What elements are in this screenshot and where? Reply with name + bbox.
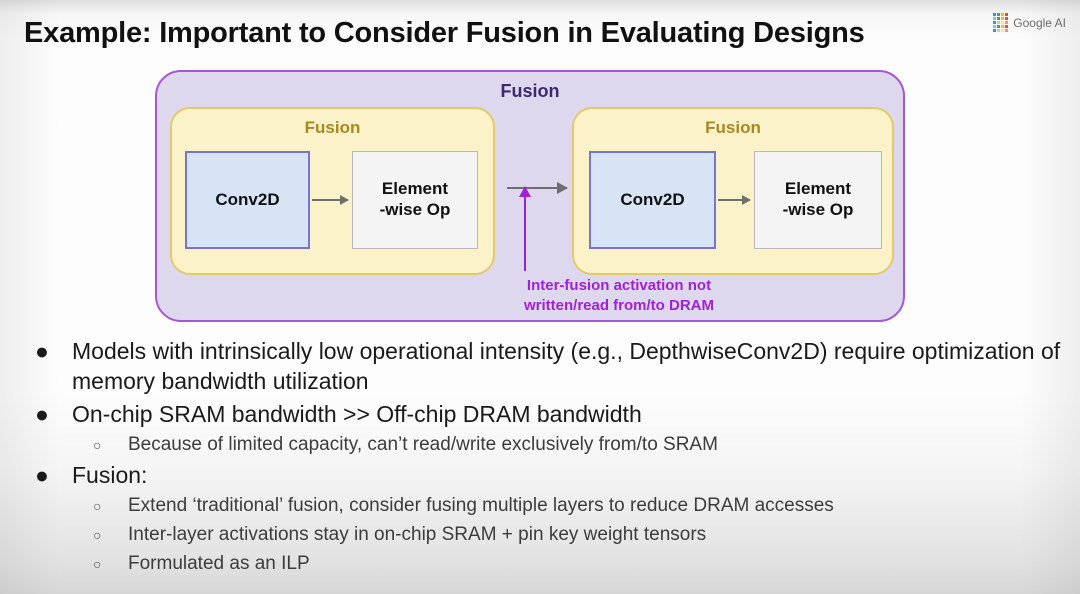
callout-line-2: written/read from/to DRAM: [523, 296, 714, 314]
brand-dot: [1001, 13, 1005, 16]
fusion-group-2-label: Fusion: [705, 118, 761, 137]
bullet-marker-filled-icon: ●: [35, 461, 49, 488]
bullet-marker-hollow-icon: ○: [93, 527, 102, 544]
bullet-item-0: ● Models with intrinsically low operation…: [24, 336, 1064, 397]
bullet-text-2: Because of limited capacity, can’t read/…: [128, 434, 718, 456]
bullet-item-6: ○ Formulated as an ILP: [24, 550, 1064, 579]
bullet-list: ● Models with intrinsically low operation…: [24, 336, 1064, 579]
google-ai-branding: Google AI: [993, 13, 1066, 32]
bullet-marker-filled-icon: ●: [35, 400, 49, 427]
elem-line2-b: -wise Op: [782, 200, 854, 219]
brand-dot: [1001, 29, 1005, 32]
brand-dot: [1005, 25, 1009, 28]
brand-label: Google AI: [1013, 15, 1066, 30]
bullet-marker-filled-icon: ●: [35, 338, 49, 364]
arrow-between-fusion-groups: [507, 182, 568, 194]
bullet-text-6: Formulated as an ILP: [128, 553, 310, 575]
brand-dot: [993, 13, 997, 16]
elementwise-op-text-1: Element-wise Op: [380, 179, 451, 220]
bullet-text-5: Inter-layer activations stay in on-chip …: [128, 524, 707, 546]
callout-annotation: Inter-fusion activation not written/read…: [419, 276, 819, 315]
elem-line1-a: Element: [381, 179, 449, 199]
brand-dot: [997, 25, 1001, 28]
brand-dot: [1005, 21, 1009, 24]
conv2d-box-2: Conv2D: [589, 151, 716, 249]
bullet-marker-hollow-icon: ○: [93, 498, 102, 515]
fusion-diagram: Fusion Fusion Conv2D Element-wise Op Fus…: [155, 70, 905, 322]
arrow-conv-to-elem-2: [718, 195, 751, 205]
brand-dot: [1005, 13, 1009, 16]
brand-dot: [1001, 21, 1005, 24]
bullet-item-2: ○ Because of limited capacity, can’t read…: [24, 431, 1064, 460]
elem-line2-a: -wise Op: [379, 200, 451, 219]
callout-line-1: Inter-fusion activation not: [526, 277, 712, 294]
bullet-marker-hollow-icon: ○: [93, 556, 102, 573]
bullet-text-4: Extend ‘traditional’ fusion, consider fu…: [128, 495, 834, 517]
bullet-item-1: ● On-chip SRAM bandwidth >> Off-chip DRAM…: [24, 399, 1064, 429]
page-title: Example: Important to Consider Fusion in…: [24, 17, 865, 49]
callout-up-arrow-icon: [519, 186, 531, 271]
brand-dot: [993, 25, 997, 28]
bullet-marker-hollow-icon: ○: [93, 437, 102, 454]
brand-dot: [1001, 25, 1005, 28]
bullet-item-4: ○ Extend ‘traditional’ fusion, consider f…: [24, 492, 1064, 521]
bullet-text-1: On-chip SRAM bandwidth >> Off-chip DRAM …: [72, 400, 642, 427]
elementwise-op-text-2: Element-wise Op: [783, 179, 854, 220]
elementwise-op-box-1: Element-wise Op: [352, 151, 478, 249]
conv2d-box-1: Conv2D: [185, 151, 310, 249]
brand-dot: [997, 21, 1001, 24]
brand-dot: [997, 13, 1001, 16]
fusion-group-1: Fusion Conv2D Element-wise Op: [170, 107, 495, 275]
google-ai-dot-grid-icon: [993, 13, 1009, 32]
fusion-group-1-label: Fusion: [304, 118, 361, 137]
bullet-item-3: ● Fusion:: [24, 460, 1064, 490]
bullet-item-5: ○ Inter-layer activations stay in on-chip…: [24, 521, 1064, 550]
brand-dot: [997, 17, 1001, 20]
brand-dot: [1005, 29, 1009, 32]
brand-dot: [1001, 17, 1005, 20]
arrow-conv-to-elem-1: [312, 195, 349, 205]
brand-dot: [993, 17, 997, 20]
elem-line1-b: Element: [784, 179, 852, 199]
brand-dot: [993, 21, 997, 24]
brand-dot: [1005, 17, 1009, 20]
bullet-text-3: Fusion:: [72, 461, 148, 488]
outer-fusion-label: Fusion: [500, 81, 560, 101]
brand-dot: [997, 29, 1001, 32]
brand-dot: [993, 29, 997, 32]
bullet-text-0: Models with intrinsically low operationa…: [72, 338, 1061, 395]
elementwise-op-box-2: Element-wise Op: [754, 151, 882, 249]
fusion-group-2: Fusion Conv2D Element-wise Op: [572, 107, 894, 275]
